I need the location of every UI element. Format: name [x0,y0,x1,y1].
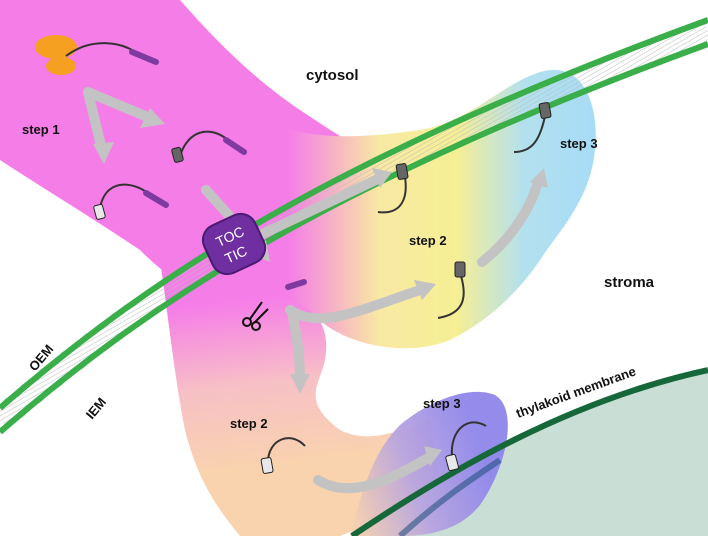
iem-label: IEM [83,395,109,422]
lower-protein [267,437,306,463]
transit-peptide [129,49,159,65]
protein-tag [395,163,409,180]
arrow-ribosome-to-posttranslational [83,87,155,123]
thylakoid-protein [450,421,487,457]
protein-tag [445,453,459,472]
toc-tic-translocon: TOC TIC [201,212,267,276]
scissors-icon [242,301,269,331]
cytosol-label: cytosol [306,67,359,84]
inner-envelope-membrane [0,41,708,435]
protein-tag [171,146,184,163]
protein-tag [454,261,466,278]
thylakoid-step3-region [350,391,508,536]
protein-tag [260,457,274,474]
stroma-gradient-region [183,69,596,349]
step2-lower-label: step 2 [230,416,268,431]
precursor-protein [179,130,229,157]
arrow-to-step3-lower [313,453,433,494]
arrowhead [140,108,165,128]
arrowhead [372,168,392,188]
step3-lower-label: step 3 [423,396,461,411]
arrow-into-envelope [245,173,385,245]
cleaved-transit-peptide [285,279,307,290]
outer-envelope-membrane [0,17,708,411]
arrowhead [530,168,548,188]
arrowhead [424,446,442,466]
step3-upper-label: step 3 [560,136,598,151]
ribosome-icon [35,35,77,75]
arrowhead [290,374,310,394]
arrowhead [93,142,114,164]
protein-tag [538,102,552,119]
protein-tag [93,203,106,220]
lower-region [160,260,440,536]
arrow-to-stroma-step2 [285,285,425,324]
thylakoid-membrane [350,367,708,536]
arrowhead [414,280,436,300]
stroma-protein [437,275,465,319]
step1-label: step 1 [22,122,60,137]
transit-peptide [223,137,247,155]
step3-protein [513,115,546,153]
precursor-protein [99,183,149,209]
transit-peptide [143,190,169,208]
envelope-protein [377,171,407,214]
step2-upper-label: step 2 [409,233,447,248]
stroma-label: stroma [604,274,655,291]
arrow-to-step3-upper [477,177,543,267]
arrow-ribosome-to-precursor [83,87,107,155]
